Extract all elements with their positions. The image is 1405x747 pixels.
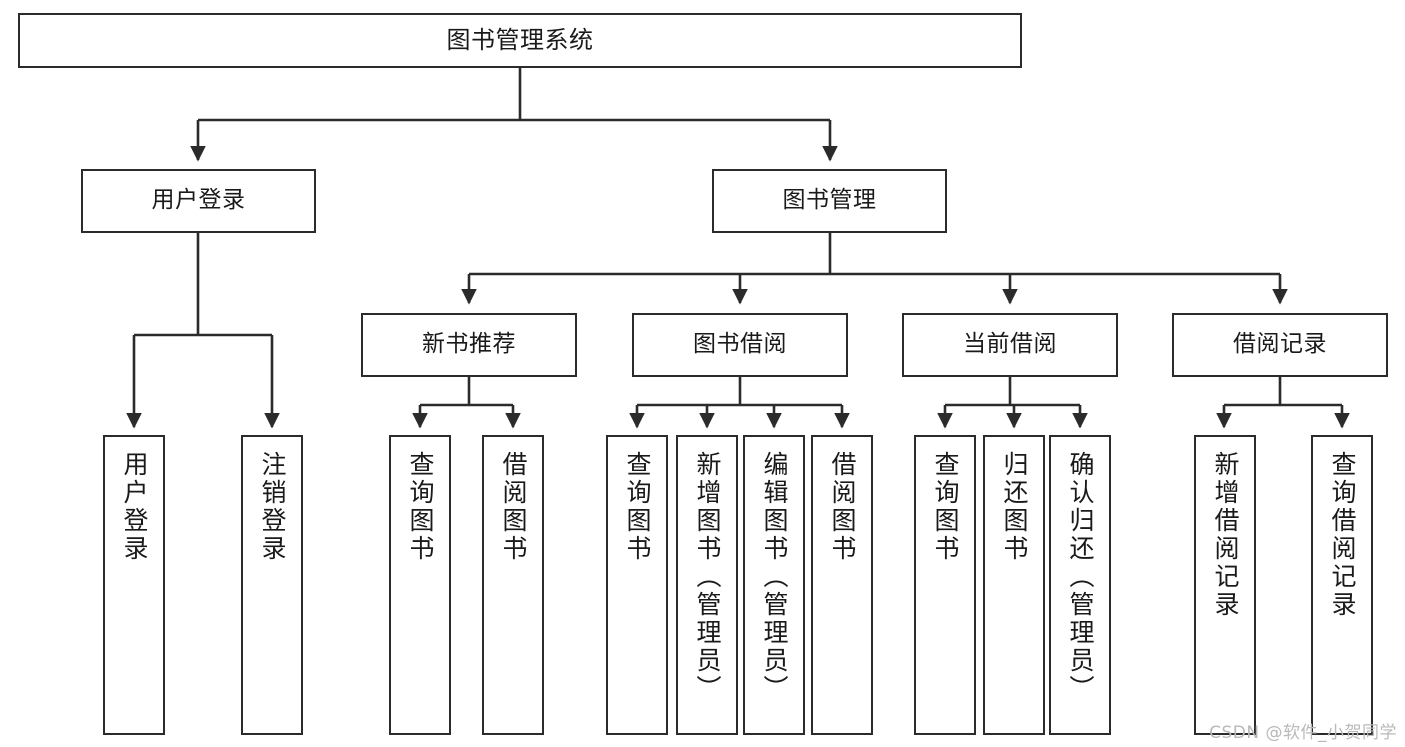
node-label: 新增借阅记录 [1211, 451, 1240, 619]
node-label: 用户登录 [120, 451, 149, 563]
node-label: 用户登录 [151, 187, 246, 214]
node-current-borrow[interactable]: 当前借阅 [902, 313, 1118, 377]
node-label: 新增图书（管理员） [693, 451, 722, 703]
leaf-recommend-borrow-book[interactable]: 借阅图书 [482, 435, 544, 735]
leaf-user-login-signin[interactable]: 用户登录 [103, 435, 165, 735]
node-label: 当前借阅 [963, 331, 1057, 358]
node-borrow-record[interactable]: 借阅记录 [1172, 313, 1388, 377]
node-book-management[interactable]: 图书管理 [712, 169, 947, 233]
node-user-login[interactable]: 用户登录 [81, 169, 316, 233]
node-new-book-recommend[interactable]: 新书推荐 [361, 313, 577, 377]
leaf-borrow-add-book-admin[interactable]: 新增图书（管理员） [676, 435, 738, 735]
watermark-text: CSDN @软件_小贺同学 [1209, 723, 1397, 743]
leaf-user-login-signout[interactable]: 注销登录 [241, 435, 303, 735]
node-label: 查询图书 [623, 451, 652, 563]
leaf-current-query-book[interactable]: 查询图书 [914, 435, 976, 735]
node-label: 查询图书 [931, 451, 960, 563]
leaf-record-add-record[interactable]: 新增借阅记录 [1194, 435, 1256, 735]
node-label: 归还图书 [1000, 451, 1029, 563]
node-label: 注销登录 [258, 451, 287, 563]
leaf-borrow-edit-book-admin[interactable]: 编辑图书（管理员） [743, 435, 805, 735]
node-book-borrow[interactable]: 图书借阅 [632, 313, 848, 377]
leaf-record-query-record[interactable]: 查询借阅记录 [1311, 435, 1373, 735]
leaf-recommend-query-book[interactable]: 查询图书 [389, 435, 451, 735]
node-label: 新书推荐 [422, 331, 516, 358]
node-label: 查询借阅记录 [1328, 451, 1357, 619]
leaf-borrow-borrow-book[interactable]: 借阅图书 [811, 435, 873, 735]
node-label: 确认归还（管理员） [1066, 451, 1095, 703]
leaf-current-confirm-return-admin[interactable]: 确认归还（管理员） [1049, 435, 1111, 735]
node-label: 编辑图书（管理员） [760, 451, 789, 703]
node-label: 借阅记录 [1233, 331, 1327, 358]
node-label: 借阅图书 [828, 451, 857, 563]
node-label: 借阅图书 [499, 451, 528, 563]
leaf-borrow-query-book[interactable]: 查询图书 [606, 435, 668, 735]
node-label: 图书借阅 [693, 331, 787, 358]
node-label: 图书管理 [782, 187, 877, 214]
leaf-current-return-book[interactable]: 归还图书 [983, 435, 1045, 735]
node-label: 图书管理系统 [446, 26, 594, 55]
node-label: 查询图书 [406, 451, 435, 563]
node-root-system[interactable]: 图书管理系统 [18, 13, 1022, 68]
